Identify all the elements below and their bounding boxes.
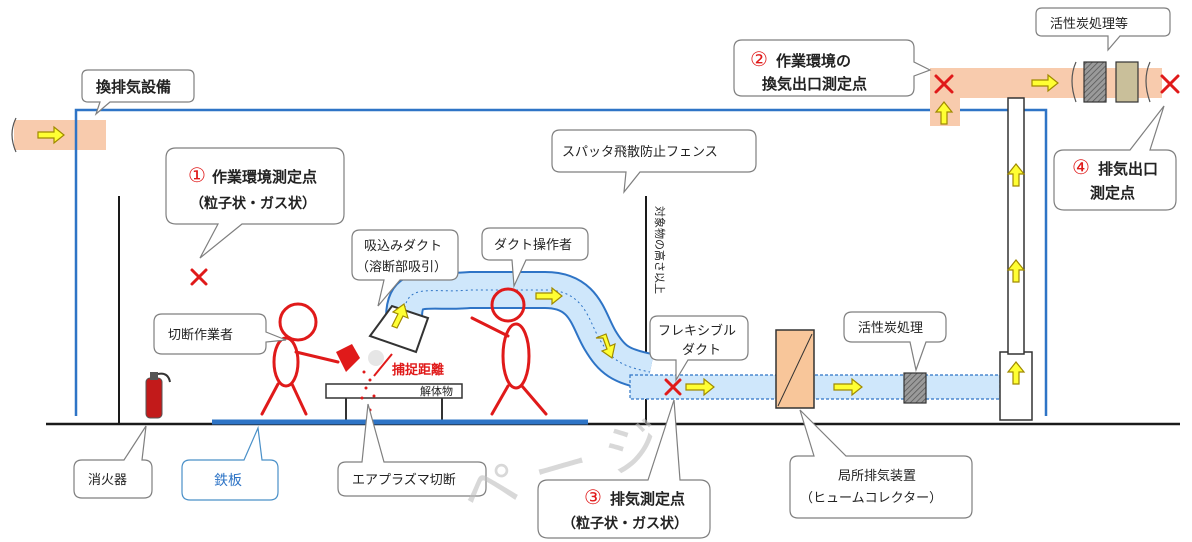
measurement-point-2-mark	[934, 74, 954, 94]
duct-operator-person-icon	[470, 287, 548, 416]
measurement-point-4-mark	[1160, 74, 1180, 94]
exhaust-equipment-label: 換排気設備	[96, 78, 171, 96]
callout-flexible-duct	[649, 315, 749, 383]
capture-distance-arrow	[373, 353, 393, 377]
cutter-person-icon	[260, 302, 340, 416]
callout-carbon	[843, 311, 947, 373]
callout-carbon-etc	[1035, 7, 1171, 52]
extinguisher-hose	[157, 372, 171, 383]
exhaust-stack	[1007, 97, 1025, 355]
flow-arrows	[37, 73, 1059, 397]
local-exhaust-label-1: 局所排気装置	[838, 468, 916, 484]
air-plasma-label: エアプラズマ切断	[352, 472, 456, 488]
flow-arrow-icon	[1006, 163, 1026, 187]
flow-arrow-icon	[595, 333, 616, 360]
plasma-fume-icon	[368, 350, 384, 366]
outlet-pipe	[930, 61, 1162, 126]
carbon-filter-box	[1083, 61, 1107, 103]
point-2-line2: 換気出口測定点	[762, 75, 867, 93]
point-3-sub: （粒子状・ガス状）	[562, 515, 688, 532]
flexible-duct-label-2: ダクト	[682, 343, 721, 358]
flow-arrow-icon	[685, 377, 715, 397]
point-1-sub: （粒子状・ガス状）	[190, 195, 316, 212]
fire-extinguisher-icon	[145, 372, 171, 419]
callout-plasma	[337, 403, 487, 497]
point-4-line1: 排気出口	[1098, 160, 1158, 178]
flow-arrow-icon	[1006, 259, 1026, 283]
bench-top	[325, 383, 463, 399]
point-4-number: ④	[1072, 155, 1090, 179]
carbon-etc-label: 活性炭処理等	[1050, 16, 1128, 32]
flow-arrow-icon	[934, 101, 954, 125]
flow-arrow-icon	[1031, 73, 1059, 93]
suction-hood	[368, 304, 430, 354]
measurement-point-3-mark	[664, 378, 682, 396]
suction-duct-label-1: 吸込みダクト	[364, 239, 442, 254]
carbon-filter-box-tan	[1115, 61, 1139, 103]
pipe-break-mark	[11, 117, 17, 153]
callout-point-2	[733, 39, 932, 97]
callout-iron-plate	[181, 425, 279, 501]
point-1-title: 作業環境測定点	[212, 168, 317, 186]
suction-duct-label-2: （溶断部吸引）	[356, 260, 447, 275]
callout-extinguisher	[73, 425, 153, 499]
flow-arrow-icon	[535, 286, 563, 306]
point-2-line1: 作業環境の	[776, 52, 851, 70]
suction-duct	[385, 271, 655, 391]
callout-exhaust-equipment	[81, 69, 195, 116]
capture-distance-label: 捕捉距離	[392, 362, 444, 378]
hood-body	[368, 304, 430, 354]
plasma-torch-icon	[336, 344, 360, 372]
duct-centerline	[403, 289, 651, 373]
callout-cutter	[153, 313, 287, 355]
callout-duct-operator	[481, 227, 589, 289]
flow-arrow-icon	[833, 377, 863, 397]
callout-fume-collector	[789, 409, 973, 519]
fence-height-label: 対象物の高さ以上	[653, 206, 667, 294]
callouts	[73, 7, 1177, 539]
callout-point-4	[1053, 105, 1177, 211]
flexible-duct-label-1: フレキシブル	[658, 323, 736, 339]
point-1-number: ①	[188, 163, 206, 187]
point-3-number: ③	[584, 485, 602, 509]
measurement-point-1-mark	[190, 268, 208, 286]
callout-suction-duct	[351, 229, 459, 307]
cutter-label: 切断作業者	[168, 327, 233, 343]
point-3-title: 排気測定点	[610, 490, 685, 508]
extinguisher-label: 消火器	[88, 473, 127, 488]
local-exhaust-label-2: （ヒュームコレクター）	[800, 491, 942, 506]
point-2-number: ②	[750, 47, 768, 71]
work-bench	[325, 383, 463, 420]
callout-point-3	[537, 399, 711, 539]
flow-arrow-icon	[391, 303, 409, 329]
carbon-treatment-label: 活性炭処理	[858, 321, 923, 336]
spatter-fence-label: スパッタ飛散防止フェンス	[562, 144, 718, 160]
flow-arrow-icon	[1006, 361, 1026, 385]
demolition-object-label: 解体物	[420, 384, 453, 398]
duct-operator-label: ダクト操作者	[494, 237, 572, 253]
point-4-line2: 測定点	[1090, 184, 1135, 202]
callout-spatter-fence	[551, 129, 757, 194]
pipe-break-mark	[1145, 61, 1151, 103]
pipe-break-mark	[1071, 61, 1077, 103]
callout-point-1	[165, 147, 345, 259]
extinguisher-valve	[150, 372, 158, 380]
carbon-treatment-box	[903, 372, 927, 404]
room-frame	[74, 108, 1048, 416]
flow-arrow-icon	[37, 125, 65, 145]
extinguisher-body	[145, 377, 163, 419]
duct-fill	[387, 273, 654, 389]
iron-plate-label: 鉄板	[214, 473, 242, 489]
collector-diagonal	[777, 333, 813, 407]
measurement-marks	[190, 74, 1180, 396]
